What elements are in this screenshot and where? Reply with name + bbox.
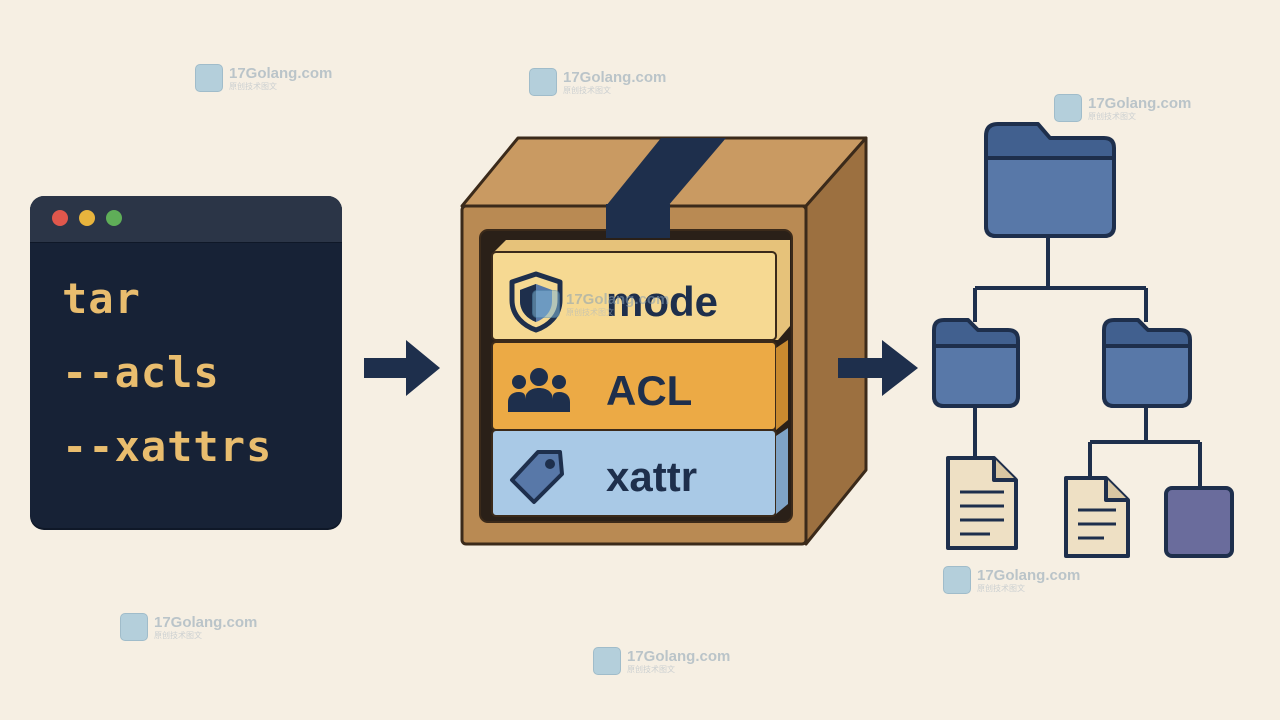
layer-mode bbox=[491, 240, 790, 341]
archive-box: mode ACL xattr bbox=[456, 130, 876, 550]
command-line-acls: --acls bbox=[62, 348, 220, 397]
watermark-logo-icon bbox=[529, 68, 557, 96]
file-tree bbox=[932, 122, 1234, 558]
watermark-subtitle: 原创技术图文 bbox=[566, 307, 614, 317]
root-folder-icon bbox=[984, 122, 1116, 238]
terminal-titlebar bbox=[30, 196, 342, 243]
arrow-right-icon bbox=[364, 340, 440, 396]
watermark-logo-icon bbox=[593, 647, 621, 675]
document-file-icon bbox=[1064, 476, 1130, 558]
command-line-xattrs: --xattrs bbox=[62, 422, 273, 471]
watermark: 17Golang.com 原创技术图文 bbox=[1054, 94, 1191, 122]
watermark-subtitle: 原创技术图文 bbox=[977, 583, 1025, 593]
watermark: 17Golang.com 原创技术图文 bbox=[529, 68, 666, 96]
tag-icon bbox=[510, 450, 564, 504]
layer-label-mode: mode bbox=[606, 278, 719, 325]
arrow-right-icon bbox=[838, 340, 918, 396]
watermark: 17Golang.com 原创技术图文 bbox=[532, 290, 669, 318]
layer-label-acl: ACL bbox=[606, 367, 693, 414]
watermark: 17Golang.com 原创技术图文 bbox=[195, 64, 332, 92]
minimize-dot bbox=[79, 210, 95, 226]
watermark-title: 17Golang.com bbox=[566, 290, 670, 308]
subfolder-right-icon bbox=[1102, 318, 1192, 408]
watermark-title: 17Golang.com bbox=[563, 68, 667, 86]
watermark-title: 17Golang.com bbox=[154, 613, 258, 631]
watermark-subtitle: 原创技术图文 bbox=[1088, 111, 1136, 121]
layer-xattr bbox=[491, 428, 788, 517]
watermark-title: 17Golang.com bbox=[627, 647, 731, 665]
people-icon bbox=[508, 368, 570, 412]
tree-connectors bbox=[973, 236, 1202, 486]
watermark-title: 17Golang.com bbox=[1088, 94, 1192, 112]
document-file-icon bbox=[946, 456, 1018, 550]
watermark-subtitle: 原创技术图文 bbox=[627, 664, 675, 674]
watermark-logo-icon bbox=[195, 64, 223, 92]
close-dot bbox=[52, 210, 68, 226]
watermark-subtitle: 原创技术图文 bbox=[154, 630, 202, 640]
watermark: 17Golang.com 原创技术图文 bbox=[593, 647, 730, 675]
layer-label-xattr: xattr bbox=[606, 453, 698, 500]
subfolder-left-icon bbox=[932, 318, 1020, 408]
watermark: 17Golang.com 原创技术图文 bbox=[120, 613, 257, 641]
watermark-logo-icon bbox=[120, 613, 148, 641]
binary-file-icon bbox=[1164, 486, 1234, 558]
command-line-tar: tar bbox=[62, 274, 141, 323]
watermark-subtitle: 原创技术图文 bbox=[563, 85, 611, 95]
maximize-dot bbox=[106, 210, 122, 226]
watermark-logo-icon bbox=[1054, 94, 1082, 122]
watermark-logo-icon bbox=[532, 290, 560, 318]
watermark: 17Golang.com 原创技术图文 bbox=[943, 566, 1080, 594]
watermark-title: 17Golang.com bbox=[229, 64, 333, 82]
watermark-logo-icon bbox=[943, 566, 971, 594]
terminal-window: tar --acls --xattrs bbox=[30, 196, 342, 528]
watermark-subtitle: 原创技术图文 bbox=[229, 81, 277, 91]
watermark-title: 17Golang.com bbox=[977, 566, 1081, 584]
